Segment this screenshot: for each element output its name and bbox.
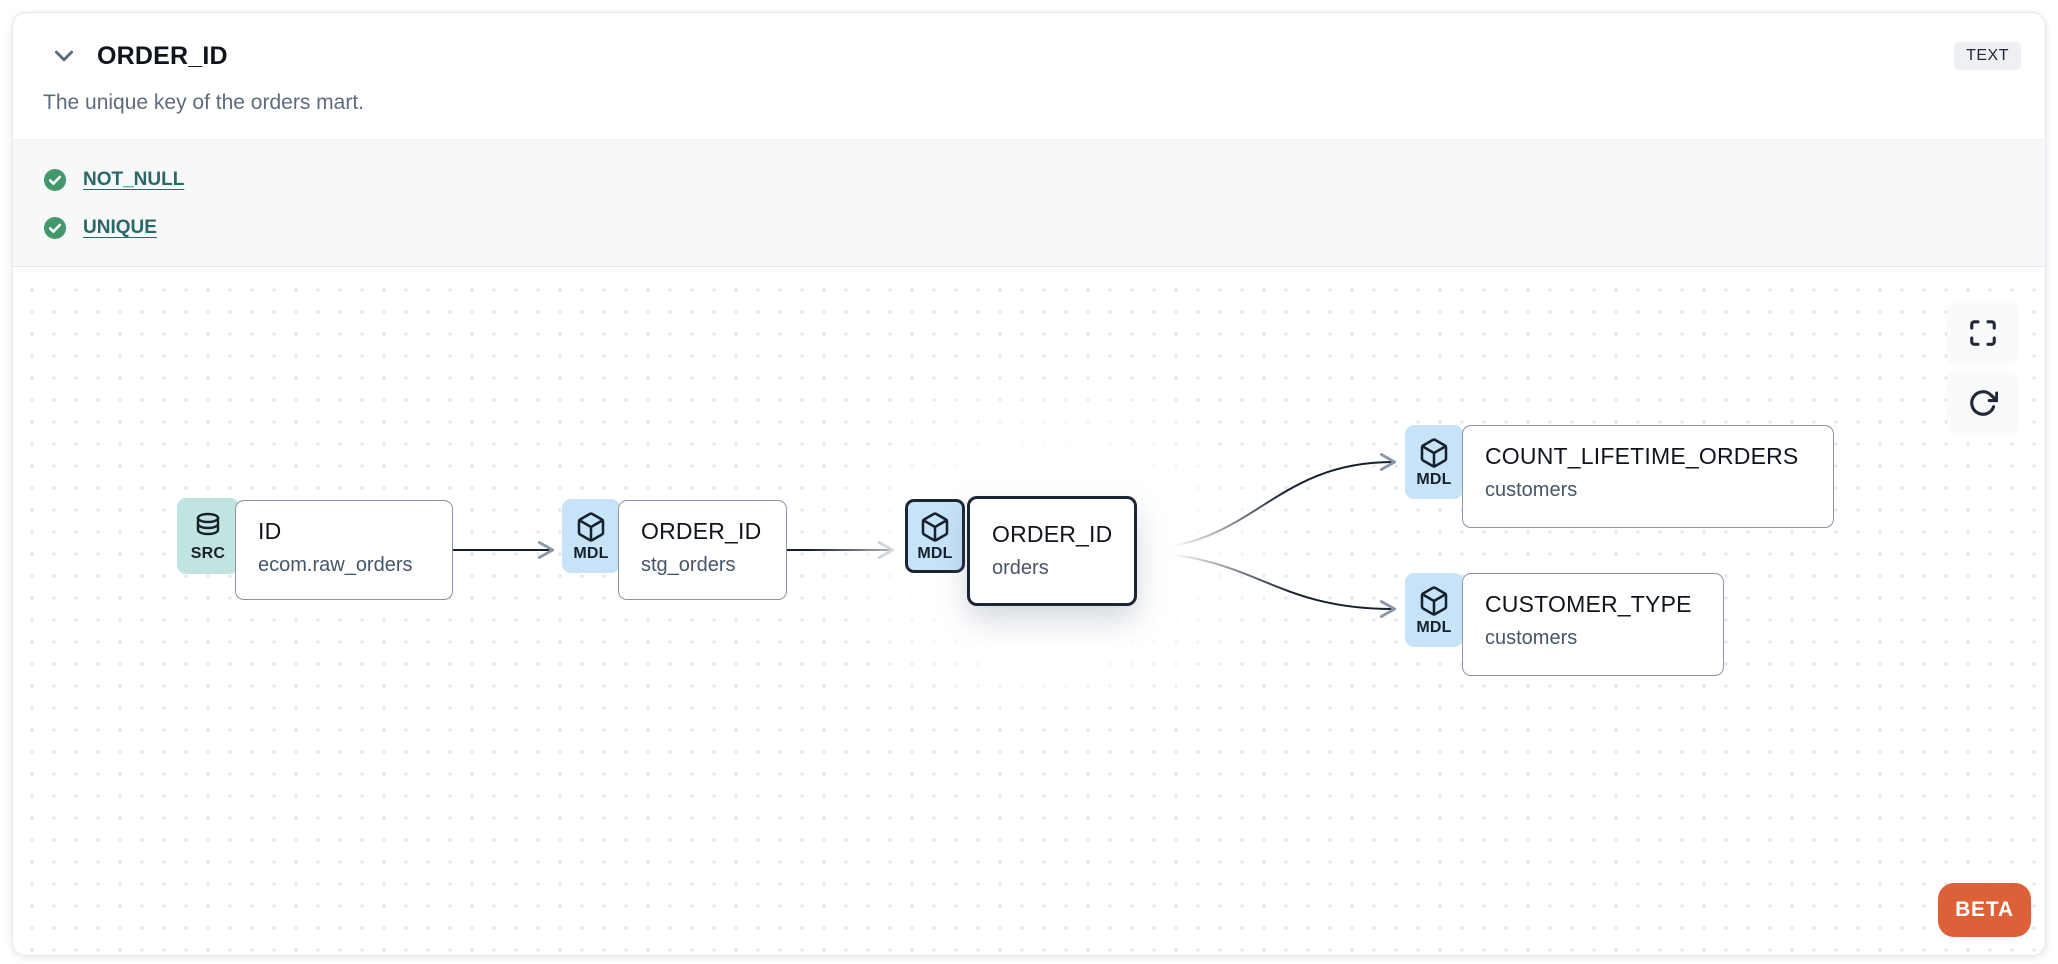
node-card: CUSTOMER_TYPE customers bbox=[1462, 573, 1724, 676]
node-title: CUSTOMER_TYPE bbox=[1485, 591, 1692, 617]
column-title: ORDER_ID bbox=[97, 41, 228, 70]
node-type-badge: MDL bbox=[562, 499, 620, 573]
cube-icon bbox=[1420, 438, 1448, 468]
edge-orders-to-type bbox=[1136, 552, 1397, 618]
check-circle-icon bbox=[44, 217, 66, 239]
refresh-icon bbox=[1970, 390, 1998, 416]
node-card: ORDER_ID orders bbox=[967, 496, 1137, 606]
node-type-label: MDL bbox=[1416, 471, 1452, 488]
node-subtitle: stg_orders bbox=[641, 554, 736, 576]
lineage-edges bbox=[453, 453, 1397, 618]
node-subtitle: orders bbox=[992, 557, 1049, 579]
node-title: ORDER_ID bbox=[641, 518, 762, 544]
cube-icon bbox=[1420, 586, 1448, 616]
node-type-badge: SRC bbox=[177, 498, 239, 574]
node-card: ID ecom.raw_orders bbox=[235, 500, 453, 600]
node-card: COUNT_LIFETIME_ORDERS customers bbox=[1462, 425, 1834, 528]
test-link-unique[interactable]: UNIQUE bbox=[83, 217, 157, 238]
database-icon bbox=[196, 512, 220, 536]
node-card: ORDER_ID stg_orders bbox=[618, 500, 787, 600]
node-type-label: MDL bbox=[573, 545, 609, 562]
node-type-badge: MDL bbox=[1405, 425, 1463, 499]
card-header: ORDER_ID TEXT bbox=[13, 13, 2045, 75]
tests-section: NOT_NULL UNIQUE bbox=[13, 139, 2045, 267]
fullscreen-icon bbox=[1970, 320, 1996, 346]
node-subtitle: ecom.raw_orders bbox=[258, 554, 413, 576]
cube-icon bbox=[577, 512, 605, 542]
beta-badge: BETA bbox=[1938, 883, 2031, 937]
node-type-label: SRC bbox=[190, 545, 226, 562]
collapse-toggle-button[interactable] bbox=[47, 39, 81, 73]
test-link-not-null[interactable]: NOT_NULL bbox=[83, 169, 185, 190]
node-title: ID bbox=[258, 518, 282, 544]
test-row: NOT_NULL bbox=[43, 168, 2015, 192]
column-description: The unique key of the orders mart. bbox=[43, 91, 364, 114]
column-details-card: ORDER_ID TEXT The unique key of the orde… bbox=[12, 12, 2046, 956]
column-type-badge: TEXT bbox=[1954, 42, 2021, 70]
node-subtitle: customers bbox=[1485, 479, 1578, 501]
test-row: UNIQUE bbox=[43, 216, 2015, 240]
chevron-down-icon bbox=[55, 50, 73, 62]
node-title: COUNT_LIFETIME_ORDERS bbox=[1485, 443, 1799, 469]
fullscreen-button[interactable] bbox=[1947, 301, 2019, 365]
node-type-badge: MDL bbox=[905, 499, 965, 573]
node-type-label: MDL bbox=[917, 545, 953, 562]
node-type-badge: MDL bbox=[1405, 573, 1463, 647]
lineage-canvas[interactable]: SRC ID ecom.raw_orders MDL ORDER_ID stg_… bbox=[13, 271, 2045, 955]
node-title: ORDER_ID bbox=[992, 521, 1113, 547]
node-subtitle: customers bbox=[1485, 627, 1578, 649]
node-type-label: MDL bbox=[1416, 619, 1452, 636]
edge-orders-to-count bbox=[1136, 453, 1397, 550]
cube-icon bbox=[921, 512, 949, 542]
check-circle-icon bbox=[44, 169, 66, 191]
refresh-button[interactable] bbox=[1947, 371, 2019, 435]
